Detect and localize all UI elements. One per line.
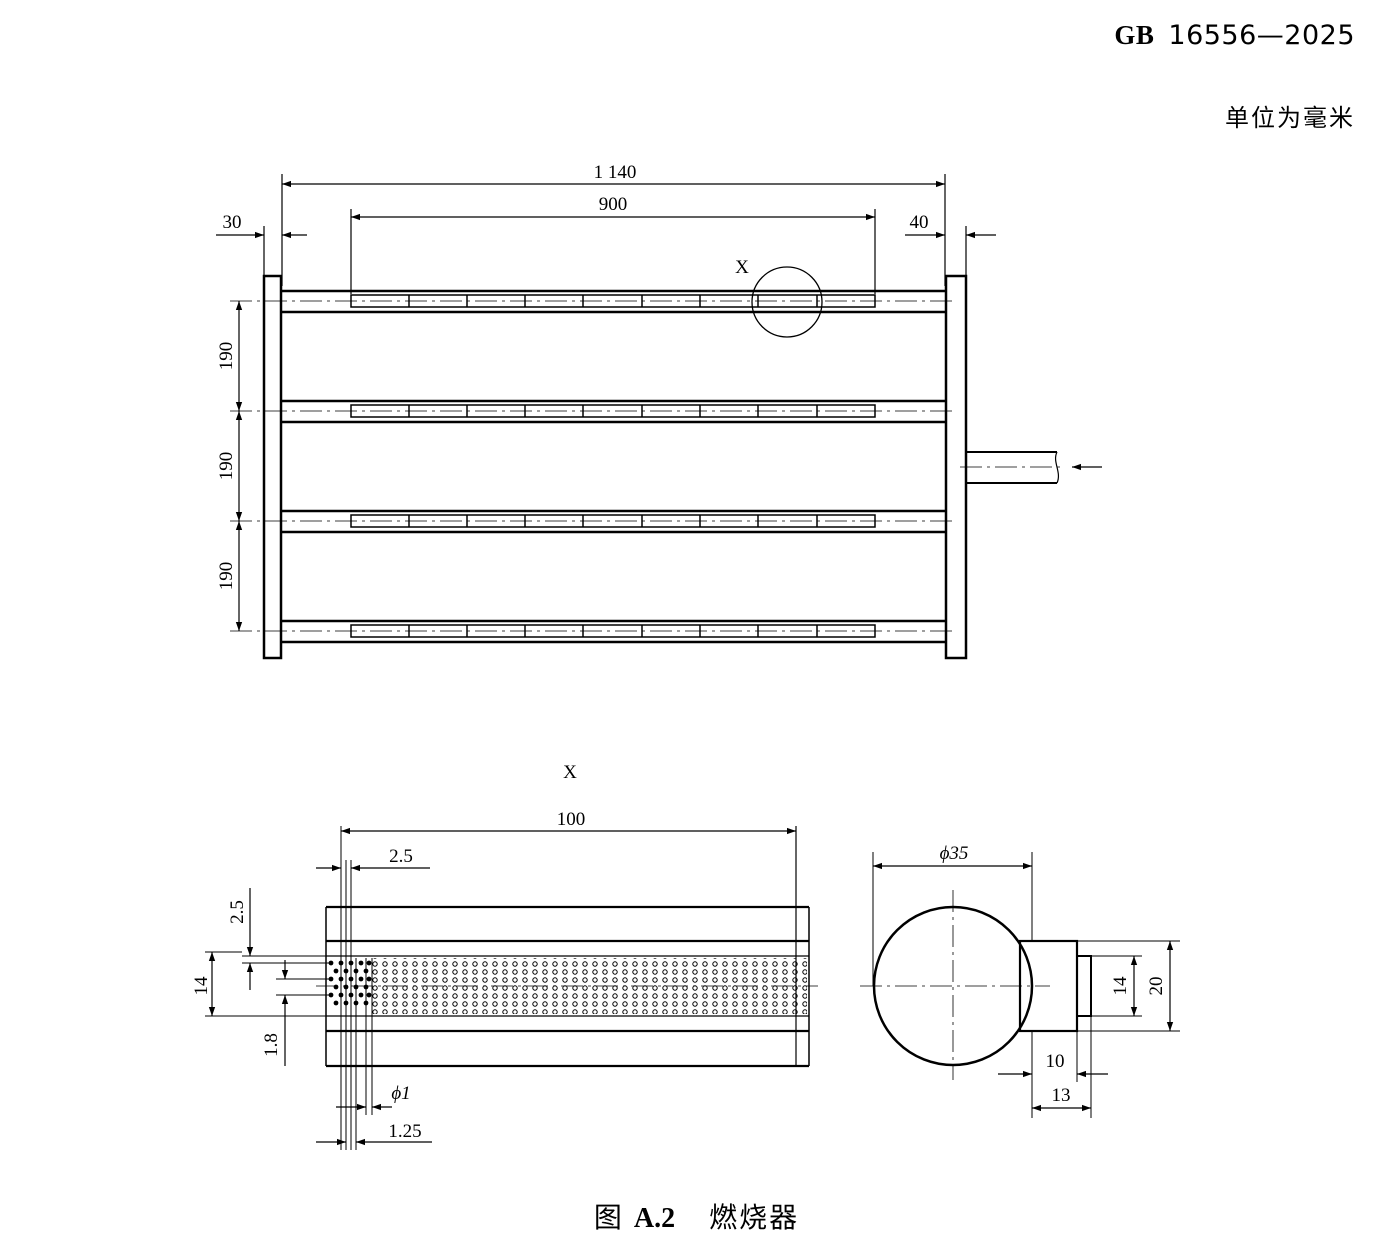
label-detail-marker: X <box>735 257 749 278</box>
label-left-plate: 30 <box>223 212 242 233</box>
label-tube-diameter: ϕ35 <box>940 843 969 864</box>
label-fitting-len-b: 13 <box>1052 1085 1071 1106</box>
label-hole-offset: 1.25 <box>388 1121 421 1142</box>
detail-view-title: X <box>563 762 577 783</box>
dim-total-length <box>281 174 946 286</box>
fitting-inner <box>1076 955 1092 1017</box>
label-band-width: 14 <box>191 976 212 996</box>
label-fitting-inner: 14 <box>1110 976 1131 996</box>
burner-tube <box>230 399 956 424</box>
label-row-pitch: 1.8 <box>261 1033 282 1057</box>
standard-number: 16556—2025 <box>1168 20 1355 51</box>
label-spacing-3: 190 <box>216 562 237 591</box>
label-spacing-2: 190 <box>216 452 237 481</box>
detail-circle <box>751 266 823 338</box>
detail-view <box>205 826 818 1150</box>
top-view <box>216 174 1102 660</box>
burner-tube <box>230 509 956 534</box>
figure-caption: 图 A.2 燃烧器 <box>0 1196 1393 1236</box>
left-end-plate <box>262 274 283 660</box>
label-spacing-1: 190 <box>216 342 237 371</box>
label-pitch-y: 2.5 <box>227 900 248 924</box>
label-fitting-len-a: 10 <box>1046 1051 1065 1072</box>
label-hole-diameter: ϕ1 <box>391 1083 410 1104</box>
label-right-plate: 40 <box>910 212 929 233</box>
hole-grid-detail <box>328 960 372 1006</box>
dim-perforated-length <box>350 209 876 294</box>
section-view <box>860 852 1180 1118</box>
label-detail-length: 100 <box>557 809 586 830</box>
caption-figure-word: 图 <box>593 1201 624 1234</box>
label-total-length: 1 140 <box>594 162 637 183</box>
dim-right-plate <box>905 226 996 276</box>
burner-tube <box>230 619 956 644</box>
label-perforated-length: 900 <box>599 194 628 215</box>
standard-code: GB 16556—2025 <box>1114 20 1355 51</box>
dim-left-plate <box>216 226 307 276</box>
burner-tube <box>230 289 956 314</box>
gas-inlet-pipe <box>960 451 1062 484</box>
label-pitch-x: 2.5 <box>389 846 413 867</box>
label-fitting-outer: 20 <box>1146 977 1167 996</box>
caption-title: 燃烧器 <box>709 1201 800 1234</box>
caption-figure-number: A.2 <box>633 1203 676 1234</box>
unit-note: 单位为毫米 <box>1225 104 1355 132</box>
standard-prefix: GB <box>1114 20 1155 50</box>
